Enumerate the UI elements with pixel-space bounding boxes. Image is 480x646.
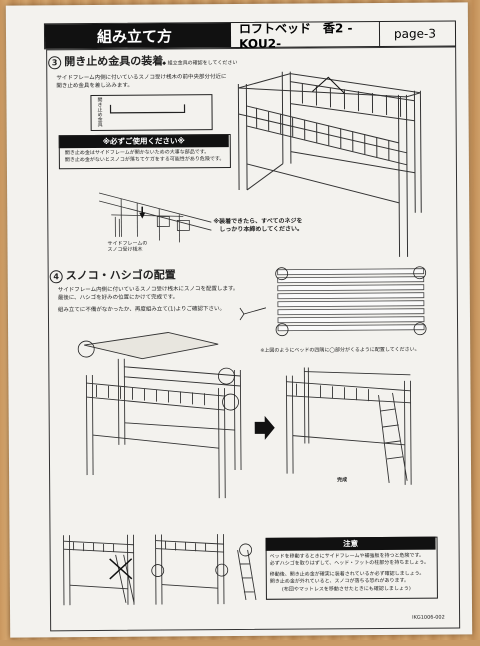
completed-bed-drawing (286, 367, 411, 486)
next-arrow (255, 416, 275, 440)
caution-bed-correct (155, 534, 255, 605)
slat-layout-drawing (278, 269, 424, 331)
caution-bed-wrong (63, 535, 133, 605)
caution-title: 注意 (266, 537, 436, 551)
slat-arrow (244, 308, 266, 314)
caution-line-5: (布団やマットレスを移動させたときにも確認しましょう) (282, 586, 411, 593)
caution-line-4: 開き止め金が外れていると、スノコが落ちる恐れがあります。 (270, 578, 409, 585)
caution-line-2: 必ずハシゴを取りはずして、ヘッド・フットの柱部分を持ちましょう。 (270, 560, 429, 567)
document-code: IKG1006-002 (412, 615, 445, 621)
loft-bed-slats-drawing (84, 332, 241, 499)
wrong-mark-icon (110, 559, 132, 579)
